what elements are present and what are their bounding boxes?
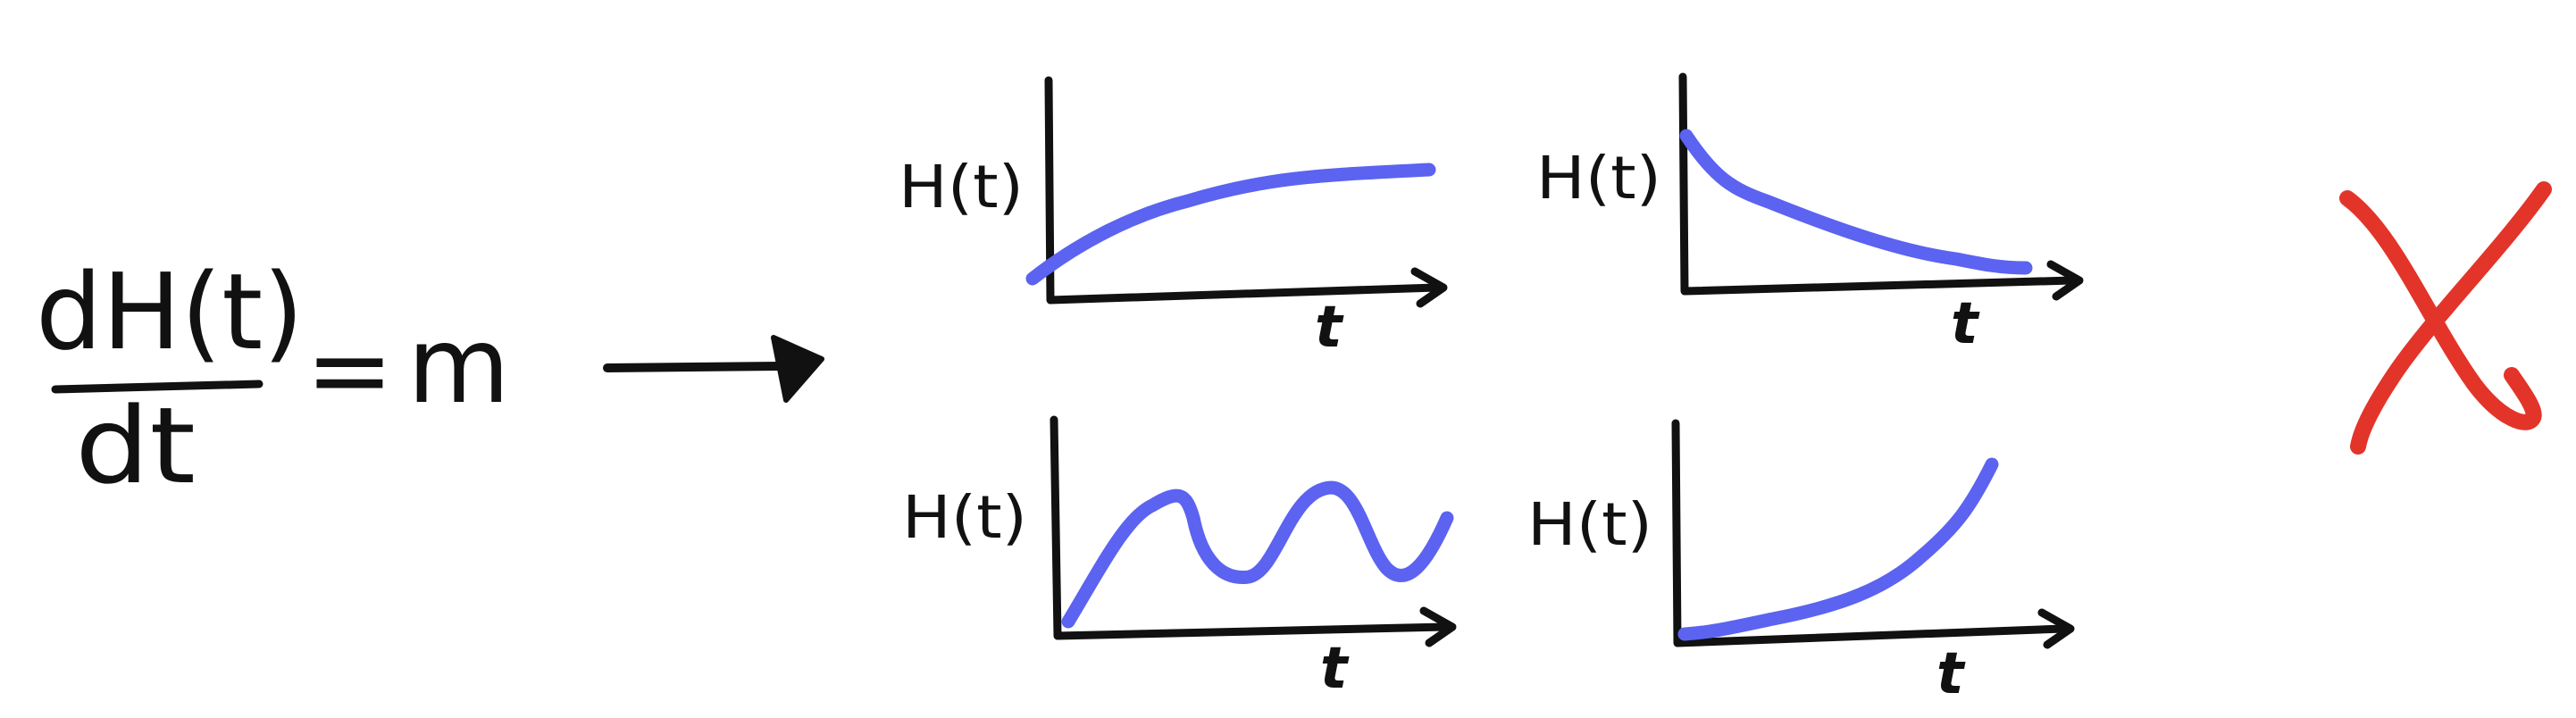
cross-icon <box>2339 181 2552 455</box>
graph-1-curve <box>1025 163 1436 286</box>
graph-2-x-label: t <box>1951 291 1980 357</box>
graph-4-arrowhead <box>2037 608 2075 649</box>
graph-3-axes <box>1050 415 1450 640</box>
equation-numerator: dH(t) <box>36 250 304 373</box>
graph-1-y-label: H(t) <box>899 153 1024 221</box>
graph-2-y-label: H(t) <box>1536 144 1661 213</box>
graph-4-x-label: t <box>1936 641 1966 707</box>
equation: dH(t) dt = m <box>36 250 510 507</box>
graph-1-axes <box>1044 76 1441 305</box>
equation-rhs: m <box>407 304 510 427</box>
graph-4-y-label: H(t) <box>1527 490 1652 559</box>
graph-2-curve <box>1679 129 2033 275</box>
graph-2: H(t) t <box>1536 72 2084 357</box>
graph-3-arrowhead <box>1419 606 1457 647</box>
graph-4-curve <box>1677 457 1999 641</box>
graph-2-axes <box>1678 72 2077 296</box>
graph-1-x-label: t <box>1315 295 1344 361</box>
graph-4: H(t) t <box>1527 419 2075 707</box>
equation-equals: = <box>305 308 394 431</box>
graph-4-axes <box>1671 419 2068 647</box>
graph-2-arrowhead <box>2046 260 2084 301</box>
fraction-bar <box>51 380 263 394</box>
graph-3: H(t) t <box>902 415 1457 702</box>
graph-1-arrowhead <box>1410 267 1448 308</box>
graph-3-y-label: H(t) <box>902 483 1027 552</box>
graph-3-curve <box>1061 480 1454 629</box>
implication-arrow <box>603 335 824 403</box>
graph-3-x-label: t <box>1320 636 1350 702</box>
graph-1: H(t) t <box>899 76 1448 361</box>
equation-denominator: dt <box>75 384 196 507</box>
